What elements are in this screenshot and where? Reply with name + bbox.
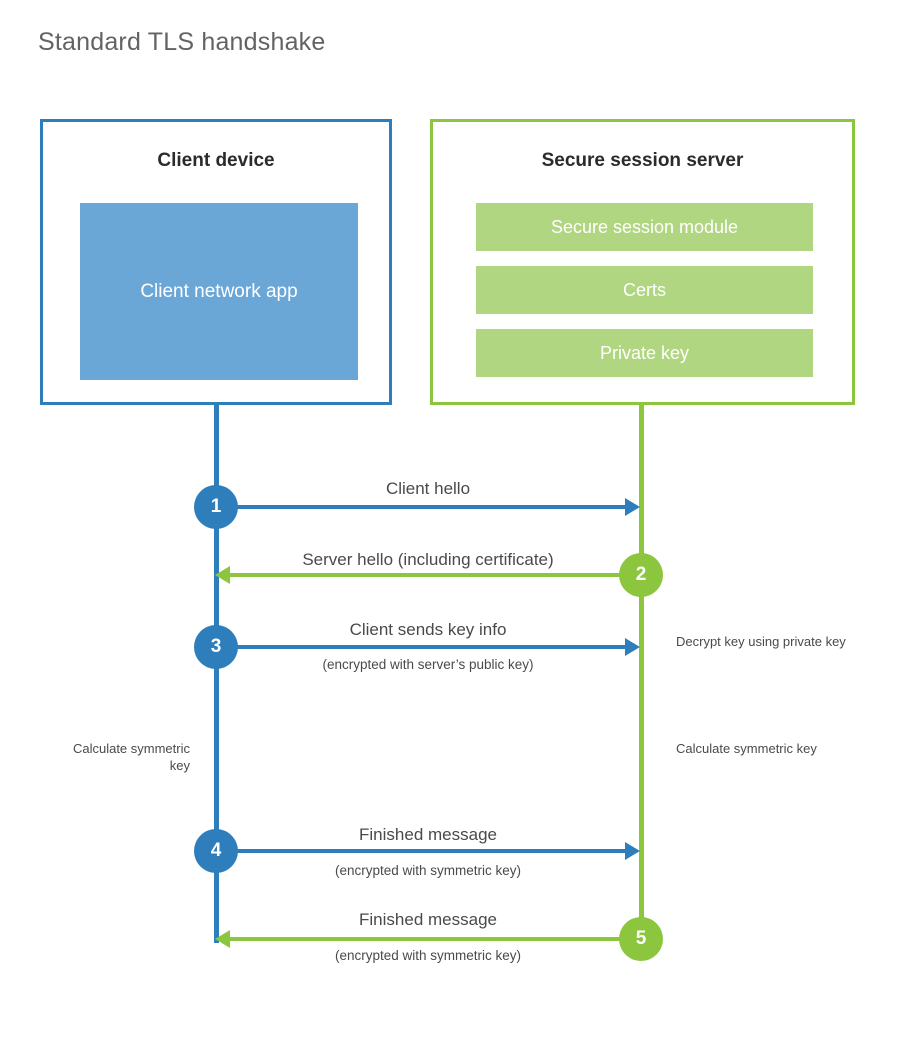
note-decrypt-key: Decrypt key using private key	[676, 634, 846, 649]
step-1-label: Client hello	[385, 479, 471, 498]
step-circle-5[interactable]: 5	[619, 917, 663, 961]
page-title: Standard TLS handshake	[38, 28, 326, 56]
step-circle-4[interactable]: 4	[194, 829, 238, 873]
step-3-sublabel: (encrypted with server’s public key)	[322, 657, 534, 672]
arrow-head-step-2	[215, 566, 230, 584]
arrow-line-step-5	[230, 937, 630, 941]
step-5-sublabel: (encrypted with symmetric key)	[334, 948, 522, 963]
step-circle-3[interactable]: 3	[194, 625, 238, 669]
arrow-head-step-5	[215, 930, 230, 948]
server-bar-certs: Certs	[476, 266, 813, 314]
client-device-box: Client device Client network app	[40, 119, 392, 405]
server-bar-secure-session-module: Secure session module	[476, 203, 813, 251]
arrow-head-step-1	[625, 498, 640, 516]
secure-session-server-title: Secure session server	[541, 150, 744, 171]
arrow-line-step-2	[230, 573, 630, 577]
step-circle-2[interactable]: 2	[619, 553, 663, 597]
note-client-calculate-symmetric-key: Calculate symmetric key	[72, 741, 190, 773]
step-5-label: Finished message	[359, 910, 497, 929]
secure-session-server-box: Secure session server Secure session mod…	[430, 119, 855, 405]
client-network-app-block: Client network app	[80, 203, 358, 380]
arrow-line-step-3	[216, 645, 625, 649]
arrow-head-step-4	[625, 842, 640, 860]
note-server-calculate-symmetric-key: Calculate symmetric key	[676, 741, 817, 756]
arrow-line-step-4	[216, 849, 625, 853]
arrow-line-step-1	[216, 505, 625, 509]
client-device-title: Client device	[157, 150, 275, 171]
server-bar-private-key: Private key	[476, 329, 813, 377]
client-lifeline	[214, 405, 219, 943]
step-4-sublabel: (encrypted with symmetric key)	[334, 863, 522, 878]
step-circle-1[interactable]: 1	[194, 485, 238, 529]
step-2-label: Server hello (including certificate)	[302, 550, 554, 569]
arrow-head-step-3	[625, 638, 640, 656]
server-lifeline	[639, 405, 644, 939]
step-3-label: Client sends key info	[349, 620, 507, 639]
step-4-label: Finished message	[359, 825, 497, 844]
